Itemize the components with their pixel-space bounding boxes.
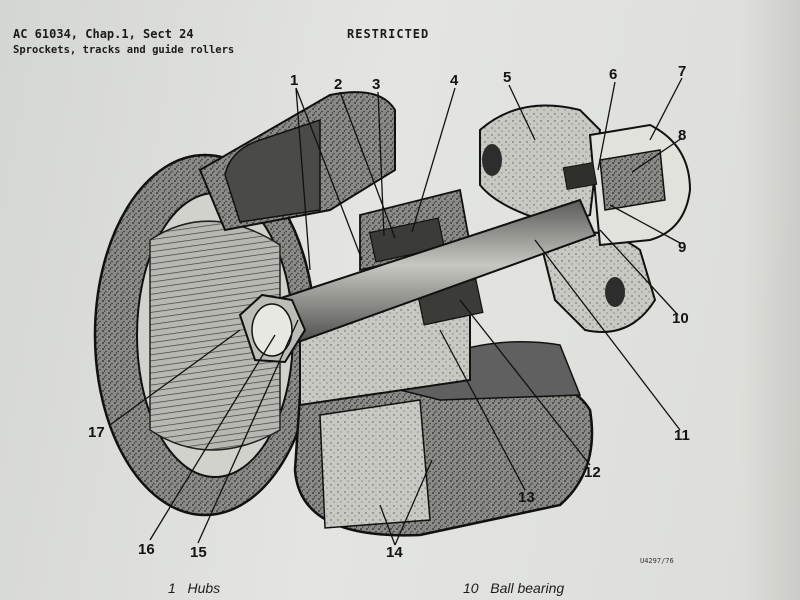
callout-11: 11 <box>674 427 690 444</box>
axle-nut <box>238 293 307 364</box>
callout-5: 5 <box>503 69 511 86</box>
plate-number: U4297/76 <box>640 557 674 565</box>
classification-marking: RESTRICTED <box>347 27 430 41</box>
callout-4: 4 <box>450 72 459 89</box>
legend-number: 1 <box>168 580 176 596</box>
legend-label: Hubs <box>187 580 221 596</box>
callout-8: 8 <box>678 127 686 144</box>
callout-7: 7 <box>678 63 686 80</box>
callout-3: 3 <box>372 76 380 93</box>
callout-9: 9 <box>678 239 686 256</box>
callout-17: 17 <box>88 424 105 441</box>
callout-12: 12 <box>584 464 601 481</box>
legend-item-hubs: 1 Hubs <box>168 580 220 596</box>
page-edge-shadow <box>740 0 800 600</box>
legend-item-ball-bearing: 10 Ball bearing <box>463 580 564 596</box>
left-roller-wheel <box>93 91 396 517</box>
callout-16: 16 <box>138 541 155 558</box>
callout-6: 6 <box>609 66 617 83</box>
callout-leader-lines <box>109 77 683 546</box>
flange-and-housing <box>479 104 692 333</box>
callout-numbers: 1 2 3 4 5 6 7 8 9 10 11 12 13 14 15 16 1… <box>88 63 690 561</box>
callout-2: 2 <box>334 76 342 93</box>
section-title: Sprockets, tracks and guide rollers <box>13 44 235 56</box>
legend-label: Ball bearing <box>490 580 565 596</box>
callout-1: 1 <box>290 72 298 89</box>
callout-10: 10 <box>672 310 689 327</box>
callout-13: 13 <box>518 489 535 506</box>
callout-14: 14 <box>386 544 403 561</box>
legend-number: 10 <box>463 580 479 596</box>
document-reference: AC 61034, Chap.1, Sect 24 <box>13 27 194 41</box>
callout-15: 15 <box>190 544 207 561</box>
